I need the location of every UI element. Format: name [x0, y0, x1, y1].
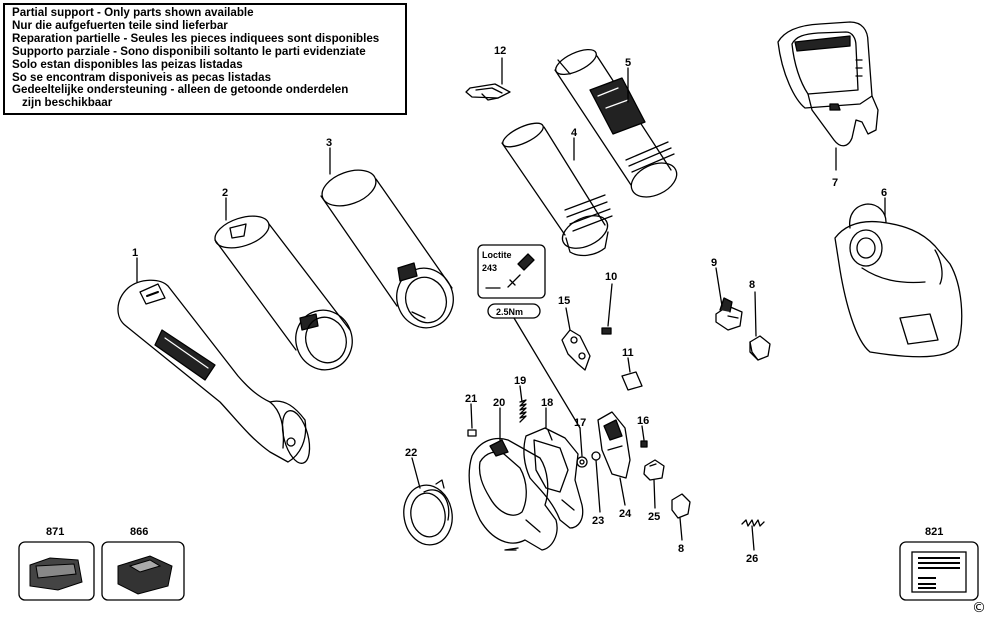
part-871-charger-box[interactable]: [18, 541, 95, 601]
label-part-11: 11: [622, 347, 634, 359]
label-part-23: 23: [592, 515, 604, 527]
label-part-1: 1: [132, 247, 138, 259]
torque-label: 2.5Nm: [496, 307, 523, 317]
notice-line-fr: Reparation partielle - Seules les pieces…: [12, 31, 380, 45]
label-part-866: 866: [130, 526, 148, 538]
label-part-3: 3: [326, 137, 332, 149]
part-8-button-upper[interactable]: [749, 335, 771, 361]
label-part-26: 26: [746, 553, 758, 565]
label-part-17: 17: [574, 417, 586, 429]
part-16-pin[interactable]: [640, 440, 648, 448]
loctite-callout: [477, 244, 581, 429]
part-7-handle-frame[interactable]: [777, 21, 879, 147]
part-20-housing-half[interactable]: [468, 437, 558, 551]
label-part-25: 25: [648, 511, 660, 523]
loctite-number: 243: [482, 263, 497, 273]
notice-line-de: Nur die aufgefuerten teile sind lieferba…: [12, 18, 228, 32]
part-21-screw[interactable]: [467, 429, 477, 437]
part-4-nozzle[interactable]: [500, 118, 613, 257]
label-part-18: 18: [541, 397, 553, 409]
label-part-21: 21: [465, 393, 477, 405]
part-18-housing-half[interactable]: [523, 427, 584, 529]
part-821-label-box[interactable]: [899, 541, 979, 601]
label-part-7: 7: [832, 177, 838, 189]
label-part-8-upper: 8: [749, 279, 755, 291]
label-part-12: 12: [494, 45, 506, 57]
notice-line-pt: So se encontram disponiveis as pecas lis…: [12, 70, 272, 84]
part-23-spacer[interactable]: [591, 451, 601, 461]
part-9-latch[interactable]: [715, 297, 743, 331]
label-part-16: 16: [637, 415, 649, 427]
label-part-4: 4: [571, 127, 578, 139]
part-11-plate[interactable]: [621, 371, 643, 391]
part-1-angled-tube[interactable]: [117, 279, 315, 466]
part-26-spring[interactable]: [741, 519, 765, 527]
part-12-clip[interactable]: [465, 83, 511, 101]
label-part-15: 15: [558, 295, 570, 307]
label-part-6: 6: [881, 187, 887, 199]
label-part-871: 871: [46, 526, 64, 538]
notice-line-it: Supporto parziale - Sono disponibili sol…: [12, 44, 366, 58]
copyright-mark: ©: [972, 600, 986, 616]
notice-line-en: Partial support - Only parts shown avail…: [12, 6, 254, 19]
label-part-9: 9: [711, 257, 717, 269]
notice-line-es: Solo estan disponibles las peizas listad…: [12, 57, 243, 71]
notice-line-nl-cont: zijn beschikbaar: [22, 96, 113, 110]
label-part-2: 2: [222, 187, 228, 199]
part-10-spring[interactable]: [601, 327, 612, 335]
loctite-label: Loctite: [482, 250, 512, 260]
label-part-19: 19: [514, 375, 526, 387]
housing-screw[interactable]: [504, 547, 519, 551]
part-24-switch[interactable]: [597, 411, 631, 479]
part-6-motor-housing[interactable]: [834, 203, 963, 358]
label-part-22: 22: [405, 447, 417, 459]
label-part-821: 821: [925, 526, 943, 538]
part-866-battery-box[interactable]: [101, 541, 185, 601]
part-8-button-lower[interactable]: [671, 493, 691, 519]
part-22-fan-ring[interactable]: [399, 479, 457, 549]
label-part-8-lower: 8: [678, 543, 684, 555]
part-25-latch[interactable]: [643, 459, 665, 481]
part-2-straight-tube[interactable]: [211, 210, 360, 377]
part-19-spring[interactable]: [519, 399, 527, 423]
label-part-5: 5: [625, 57, 631, 69]
label-part-24: 24: [619, 508, 632, 520]
label-part-10: 10: [605, 271, 617, 283]
part-17-washer[interactable]: [576, 456, 588, 468]
partial-support-notice: Partial support - Only parts shown avail…: [3, 3, 407, 115]
part-15-trigger[interactable]: [561, 329, 591, 371]
part-5-handle-tube[interactable]: [552, 45, 682, 204]
label-part-20: 20: [493, 397, 505, 409]
notice-line-nl: Gedeeltelijke ondersteuning - alleen de …: [12, 83, 349, 97]
part-3-straight-tube[interactable]: [317, 163, 461, 335]
